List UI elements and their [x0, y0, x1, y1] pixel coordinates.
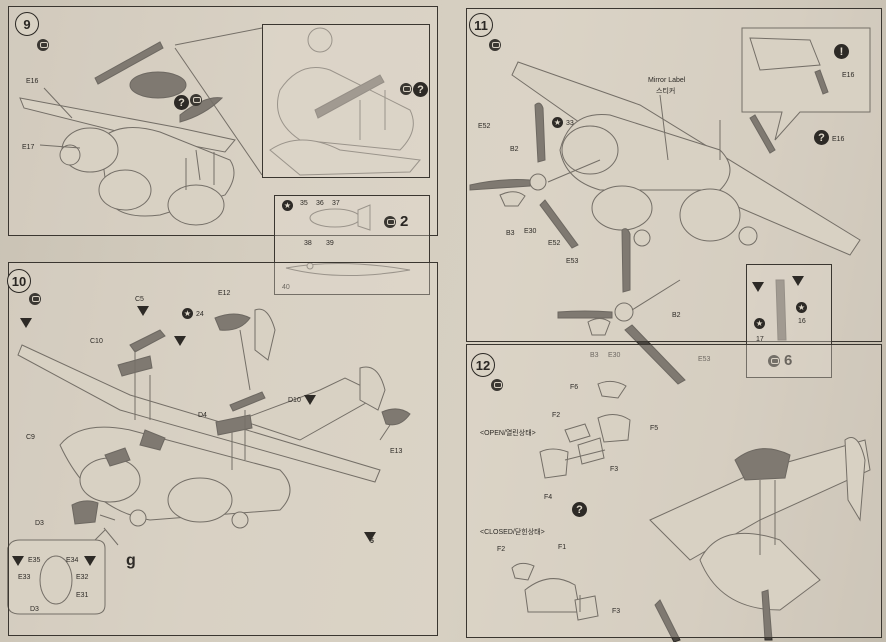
label-c9: C9: [26, 434, 35, 441]
step-9-panel: 9: [8, 6, 438, 236]
paint-bucket-icon: [190, 94, 202, 106]
label-e32: E32: [76, 574, 89, 581]
triangle-marker-icon: [137, 306, 149, 316]
label-40: 40: [282, 284, 290, 291]
triangle-marker-icon: [304, 395, 316, 405]
label-closed-state: <CLOSED/닫힌상태>: [480, 529, 545, 536]
triangle-marker-icon: [792, 276, 804, 286]
label-b3-b: B3: [590, 352, 599, 359]
label-e17: E17: [22, 144, 35, 151]
question-icon: ?: [572, 502, 587, 517]
label-e31: E31: [76, 592, 89, 599]
label-24: 24: [196, 311, 204, 318]
step-12-panel: 12: [466, 344, 882, 638]
label-f5: F5: [650, 425, 659, 432]
label-e53-b: E53: [698, 356, 711, 363]
step-12-number: 12: [471, 353, 495, 377]
paint-count-11: 6: [784, 352, 793, 369]
step-11-number: 11: [469, 13, 493, 37]
label-e34: E34: [66, 557, 79, 564]
label-e16-b: E16: [832, 136, 845, 143]
label-5: 5: [370, 538, 374, 545]
mirror-label-en: Mirror Label: [648, 77, 686, 84]
triangle-marker-icon: [12, 556, 24, 566]
label-e30-b: E30: [608, 352, 621, 359]
label-f3: F3: [610, 466, 619, 473]
step-9-bomb-subpanel: [274, 195, 430, 295]
step-10-number: 10: [7, 269, 31, 293]
warning-exclamation-icon: !: [834, 44, 849, 59]
triangle-marker-icon: [364, 532, 376, 542]
triangle-marker-icon: [174, 336, 186, 346]
step-9-number: 9: [15, 12, 39, 36]
label-e33: E33: [18, 574, 31, 581]
label-e12: E12: [218, 290, 231, 297]
label-f2: F2: [552, 412, 561, 419]
label-d10: D10: [288, 397, 301, 404]
mirror-label-ko: 스티커: [656, 88, 676, 95]
paint-bucket-icon: [491, 379, 503, 391]
label-f3-b: F3: [612, 608, 621, 615]
paint-bucket-icon: [489, 39, 501, 51]
label-d3: D3: [35, 520, 44, 527]
label-g: g: [126, 552, 136, 569]
label-open-state: <OPEN/열린상태>: [480, 430, 536, 437]
label-e30: E30: [524, 228, 537, 235]
decal-star-icon: ★: [552, 117, 563, 128]
step-11-panel: 11: [466, 8, 882, 342]
label-b3: B3: [506, 230, 515, 237]
label-36: 36: [316, 200, 324, 207]
paint-count-9: 2: [400, 213, 409, 230]
label-e13: E13: [390, 448, 403, 455]
label-f4: F4: [544, 494, 553, 501]
label-d4: D4: [198, 412, 207, 419]
paint-bucket-icon: [29, 293, 41, 305]
question-icon: ?: [174, 95, 189, 110]
paint-bucket-icon: [768, 355, 780, 367]
label-d3-inset: D3: [30, 606, 39, 613]
label-17: 17: [756, 336, 764, 343]
label-16: 16: [798, 318, 806, 325]
label-f6: F6: [570, 384, 579, 391]
paint-bucket-icon: [37, 39, 49, 51]
label-b2: B2: [510, 146, 519, 153]
label-37: 37: [332, 200, 340, 207]
step-10-panel: 10: [7, 262, 438, 636]
decal-star-icon: ★: [754, 318, 765, 329]
decal-star-icon: ★: [282, 200, 293, 211]
paint-bucket-icon: [400, 83, 412, 95]
label-e16-inset: E16: [842, 72, 855, 79]
label-35: 35: [300, 200, 308, 207]
paint-bucket-icon: [384, 216, 396, 228]
label-38: 38: [304, 240, 312, 247]
decal-star-icon: ★: [796, 302, 807, 313]
step-9-inset-panel: [262, 24, 430, 178]
label-c10: C10: [90, 338, 103, 345]
triangle-marker-icon: [84, 556, 96, 566]
label-b2-b: B2: [672, 312, 681, 319]
question-icon: ?: [413, 82, 428, 97]
label-f2-b: F2: [497, 546, 506, 553]
label-e53: E53: [566, 258, 579, 265]
label-e35: E35: [28, 557, 41, 564]
label-e52-b: E52: [548, 240, 561, 247]
question-icon: ?: [814, 130, 829, 145]
label-33: 33: [566, 120, 574, 127]
label-e52: E52: [478, 123, 491, 130]
label-f1: F1: [558, 544, 567, 551]
label-c5: C5: [135, 296, 144, 303]
triangle-marker-icon: [752, 282, 764, 292]
decal-star-icon: ★: [182, 308, 193, 319]
label-e16: E16: [26, 78, 39, 85]
label-39: 39: [326, 240, 334, 247]
triangle-marker-icon: [20, 318, 32, 328]
